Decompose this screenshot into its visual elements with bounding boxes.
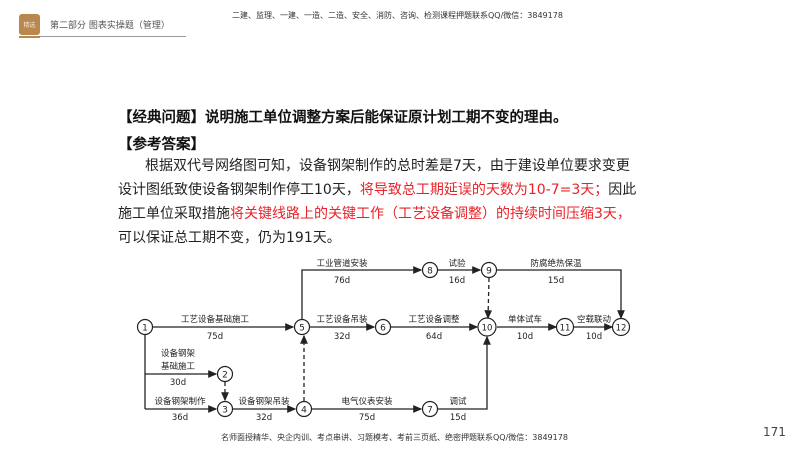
activity-duration: 30d	[170, 378, 186, 388]
activity-duration: 36d	[172, 413, 188, 423]
activity-name: 防腐绝热保温	[530, 258, 582, 269]
answer-highlight: 将导致总工期延误的天数为10-7=3天；	[359, 182, 609, 198]
activity-name: 调试	[449, 396, 467, 407]
svg-text:12: 12	[616, 324, 627, 334]
activity-duration: 32d	[334, 332, 350, 342]
node-8: 8	[421, 261, 439, 279]
answer-line-1: 根据双代号网络图可知，设备钢架制作的总时差是7天，由于建设单位要求变更	[145, 157, 630, 175]
node-2: 2	[216, 365, 234, 383]
activity-duration: 32d	[256, 413, 272, 423]
section-title: 第二部分 图表实操题（管理）	[50, 21, 170, 31]
node-12: 12	[611, 317, 631, 337]
network-nodes: 1 2 3 4 5 6 7 8 9 10 11 12	[136, 261, 631, 418]
node-10: 10	[477, 317, 497, 337]
svg-text:7: 7	[427, 406, 433, 416]
activity-name-line: 设备钢架	[161, 348, 196, 359]
activity-name: 设备钢架制作	[154, 396, 206, 407]
page-number: 171	[763, 425, 786, 439]
activity-duration: 15d	[548, 276, 564, 286]
answer-text: 设计图纸致使设备钢架制作停工10天，	[118, 182, 360, 198]
svg-text:5: 5	[299, 324, 305, 334]
svg-text:6: 6	[380, 324, 386, 334]
activity-duration: 16d	[449, 276, 465, 286]
logo-badge: 精选	[19, 14, 40, 35]
answer-line-2: 设计图纸致使设备钢架制作停工10天，将导致总工期延误的天数为10-7=3天；因此	[118, 181, 636, 199]
svg-text:4: 4	[301, 406, 307, 416]
activity-name: 试验	[448, 258, 466, 269]
answer-text: 因此	[608, 182, 637, 198]
node-9: 9	[480, 261, 498, 279]
answer-line-3: 施工单位采取措施将关键线路上的关键工作（工艺设备调整）的持续时间压缩3天，	[118, 205, 631, 223]
logo-underline	[19, 36, 40, 38]
activity-labels: 工艺设备基础施工 75d 工业管道安装 76d 试验 16d 防腐绝热保温 15…	[154, 258, 611, 423]
svg-text:1: 1	[142, 324, 148, 334]
activity-name: 工艺设备基础施工	[181, 314, 250, 325]
svg-text:11: 11	[560, 324, 571, 334]
answer-line-4: 可以保证总工期不变，仍为191天。	[118, 229, 341, 247]
answer-text: 根据双代号网络图可知，设备钢架制作的总时差是7天，由于建设单位要求变更	[145, 158, 630, 174]
answer-text: 可以保证总工期不变，仍为191天。	[118, 230, 341, 246]
question-heading: 【经典问题】说明施工单位调整方案后能保证原计划工期不变的理由。	[118, 110, 568, 126]
svg-text:9: 9	[486, 267, 492, 277]
svg-text:3: 3	[222, 406, 228, 416]
svg-text:8: 8	[427, 267, 433, 277]
node-1: 1	[136, 318, 154, 336]
node-3: 3	[216, 400, 234, 418]
svg-text:2: 2	[222, 371, 228, 381]
answer-text: 施工单位采取措施	[118, 206, 230, 222]
activity-name: 工艺设备调整	[408, 314, 460, 325]
activity-name: 空载联动	[577, 314, 612, 325]
activity-name: 工业管道安装	[316, 258, 368, 269]
activity-duration: 75d	[359, 413, 375, 423]
activity-name: 电气仪表安装	[341, 396, 393, 407]
activity-duration: 76d	[334, 276, 350, 286]
top-banner: 二建、监理、一建、一造、二造、安全、消防、咨询、检测课程押题联系QQ/微信：38…	[232, 11, 563, 20]
footer-banner: 名师面授精华、央企内训、考点串讲、习题模考、考前三页纸、绝密押题联系QQ/微信：…	[221, 433, 568, 442]
activity-duration: 64d	[426, 332, 442, 342]
activity-duration: 75d	[207, 332, 223, 342]
answer-highlight: 将关键线路上的关键工作（工艺设备调整）的持续时间压缩3天，	[230, 206, 631, 222]
activity-name: 单体试车	[508, 314, 542, 325]
node-5: 5	[293, 318, 311, 336]
svg-text:10: 10	[482, 324, 493, 334]
activity-name: 工艺设备吊装	[316, 314, 368, 325]
activity-name-line: 基础施工	[161, 361, 196, 372]
activity-name: 设备钢架吊装	[238, 396, 290, 407]
activity-duration: 10d	[517, 332, 533, 342]
node-11: 11	[555, 317, 575, 337]
activity-duration: 10d	[586, 332, 602, 342]
answer-heading: 【参考答案】	[118, 137, 205, 153]
node-6: 6	[374, 318, 392, 336]
node-7: 7	[421, 400, 439, 418]
activity-duration: 15d	[450, 413, 466, 423]
node-4: 4	[295, 400, 313, 418]
logo-text: 精选	[23, 22, 36, 29]
header-divider	[40, 36, 186, 37]
